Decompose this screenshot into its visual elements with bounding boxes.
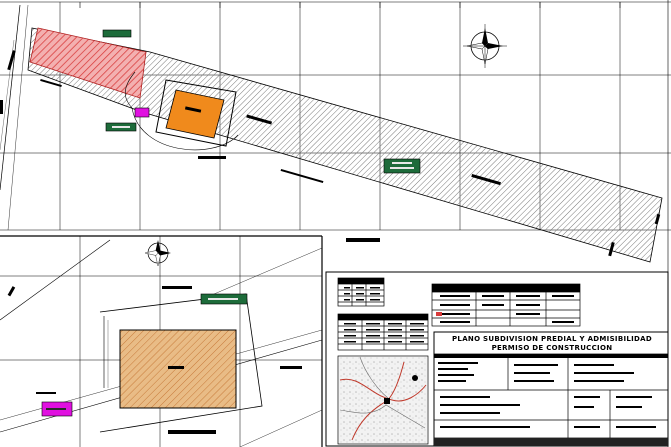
label-box-green (102, 29, 132, 38)
building-outline (155, 79, 237, 147)
lot-strip-hatched (27, 27, 663, 263)
plan-annotations (0, 50, 661, 257)
title-line-2: PERMISO DE CONSTRUCCION (491, 344, 613, 352)
location-map (339, 356, 427, 443)
title-block-text (344, 287, 656, 428)
title-block-title: PLANO SUBDIVISION PREDIAL Y ADMISIBILIDA… (436, 335, 668, 353)
detail-annotations (7, 286, 302, 434)
lot-red-subdivision (29, 27, 147, 99)
title-block-headers (338, 278, 668, 446)
building-orange (165, 89, 225, 139)
title-line-1: PLANO SUBDIVISION PREDIAL Y ADMISIBILIDA… (452, 335, 652, 343)
label-box-green (383, 158, 421, 174)
north-arrow-icon-detail (144, 240, 171, 267)
marker-magenta (134, 107, 150, 118)
detail-lot-boundary (99, 293, 263, 433)
north-arrow-icon (463, 24, 507, 68)
